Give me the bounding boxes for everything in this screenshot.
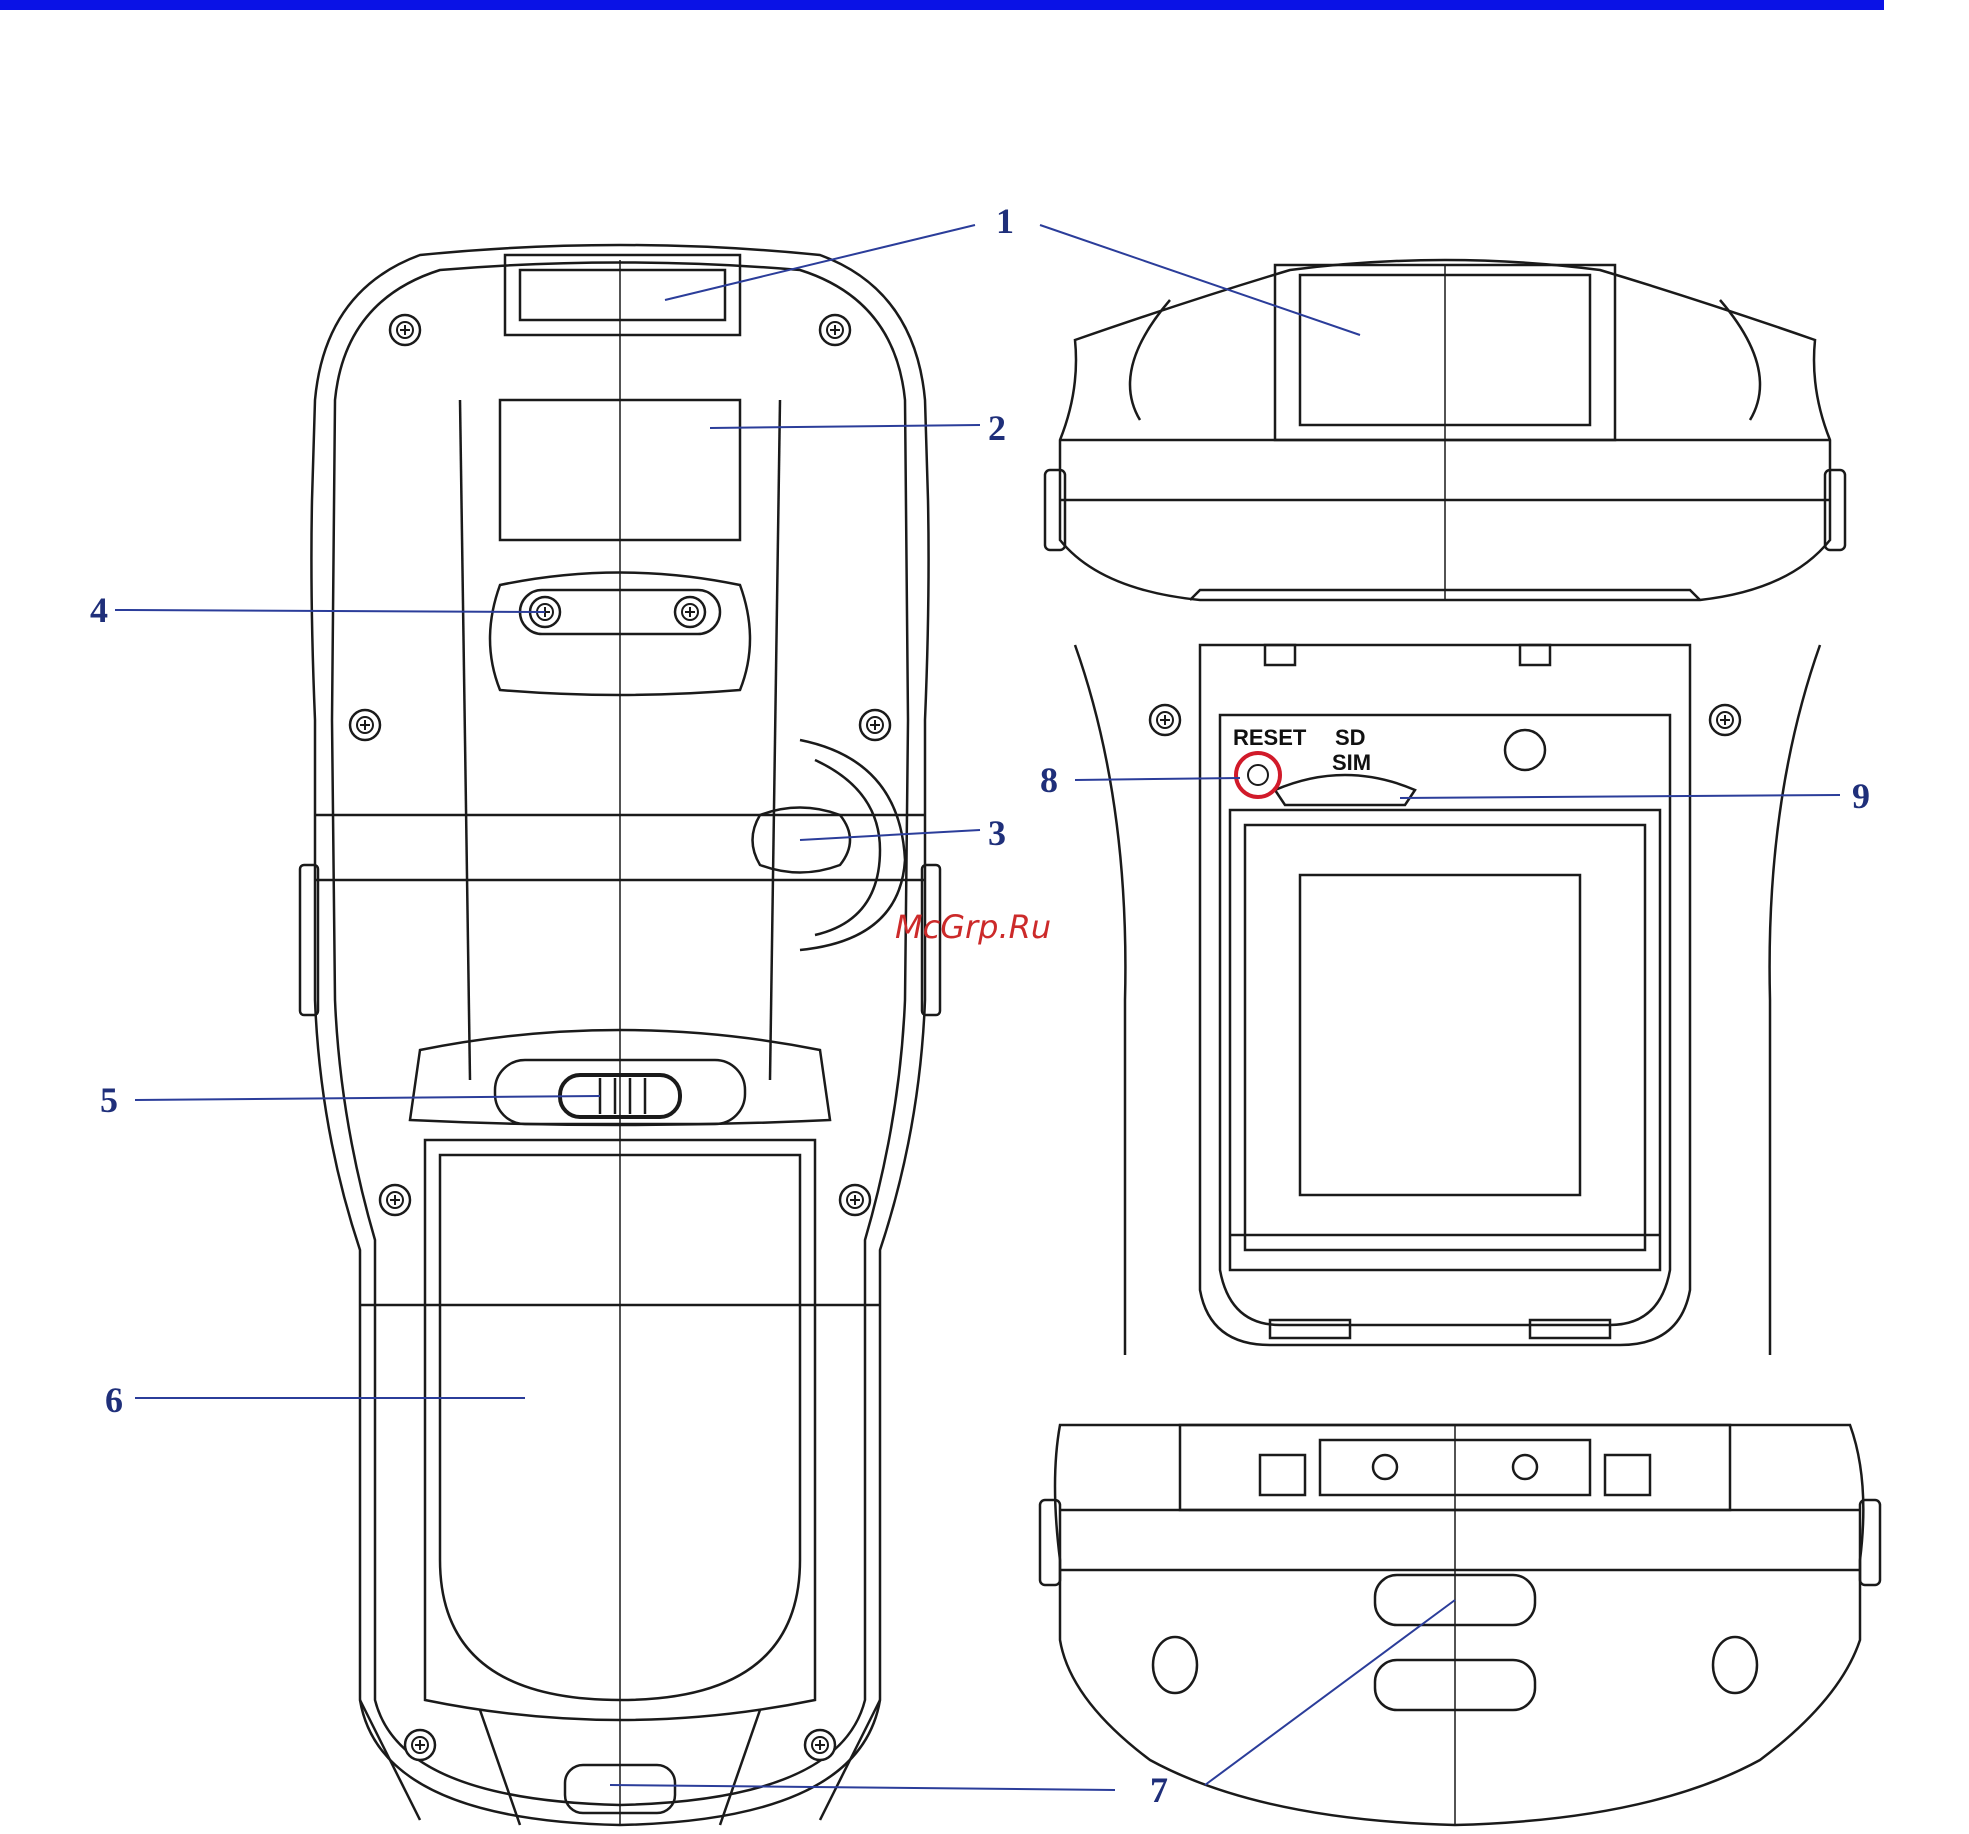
- callout-4: 4: [90, 590, 108, 630]
- callout-3: 3: [988, 813, 1006, 853]
- reset-button-highlight: [1236, 753, 1280, 797]
- sd-sim-slot: [1275, 775, 1415, 805]
- reset-button: [1248, 765, 1268, 785]
- sd-label: SD: [1335, 725, 1366, 750]
- callout-1: 1: [996, 201, 1014, 241]
- leader-7b: [1205, 1600, 1455, 1785]
- callout-2: 2: [988, 408, 1006, 448]
- callout-9: 9: [1852, 776, 1870, 816]
- leader-4: [115, 610, 545, 612]
- leader-8: [1075, 778, 1240, 780]
- sim-label: SIM: [1332, 750, 1371, 775]
- leader-5: [135, 1096, 600, 1100]
- top-view: [1045, 260, 1845, 600]
- leader-3: [800, 830, 980, 840]
- leader-9: [1400, 795, 1840, 798]
- callout-numbers: 1 2 3 4 5 6 7 8 9: [90, 201, 1870, 1810]
- leader-1a: [665, 225, 975, 300]
- callout-8: 8: [1040, 760, 1058, 800]
- scanner-window: [505, 255, 740, 335]
- battery-well: [1230, 810, 1660, 1270]
- leader-1b: [1040, 225, 1360, 335]
- callout-5: 5: [100, 1080, 118, 1120]
- battery-compartment-view: [1075, 645, 1820, 1355]
- callout-7: 7: [1150, 1770, 1168, 1810]
- callout-6: 6: [105, 1380, 123, 1420]
- battery-label-area: [1300, 875, 1580, 1195]
- leader-7a: [610, 1785, 1115, 1790]
- watermark-text: McGrp.Ru: [895, 908, 1051, 946]
- bottom-view: [1040, 1425, 1880, 1825]
- back-view: [300, 245, 940, 1825]
- reset-label: RESET: [1233, 725, 1307, 750]
- leader-2: [710, 425, 980, 428]
